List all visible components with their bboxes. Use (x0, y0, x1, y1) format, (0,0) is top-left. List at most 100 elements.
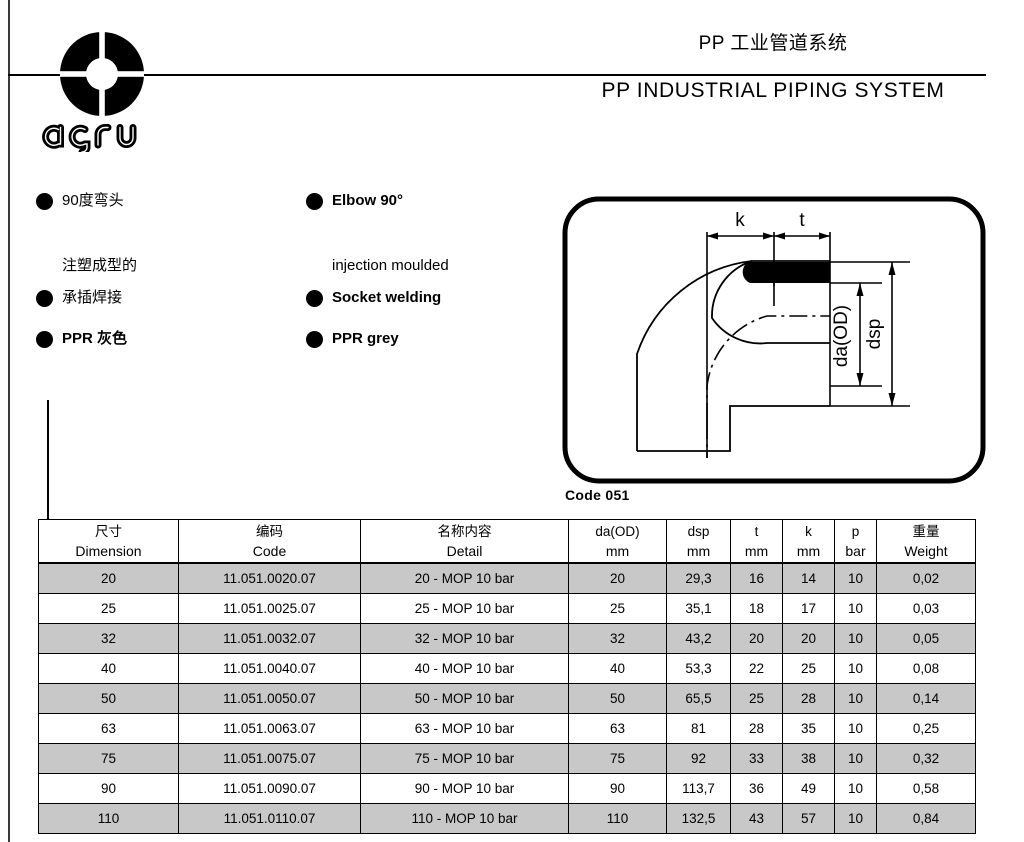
cell-code: 11.051.0032.07 (178, 623, 361, 654)
table-header: 尺寸 Dimension 编码 Code 名称内容 Detail da(OD) … (38, 519, 976, 564)
cell-da: 20 (568, 562, 667, 594)
col-header-cn: t (754, 523, 759, 539)
cell-t: 36 (730, 773, 783, 804)
cell-code: 11.051.0040.07 (178, 653, 361, 684)
feature-label: 注塑成型的 (62, 257, 138, 274)
cell-t: 16 (730, 562, 783, 594)
col-header-detail: 名称内容 Detail (360, 519, 569, 564)
cell-dimension: 32 (38, 623, 179, 654)
cell-detail: 25 - MOP 10 bar (360, 593, 569, 624)
cell-dimension: 50 (38, 683, 179, 714)
cell-t: 22 (730, 653, 783, 684)
col-header-code: 编码 Code (178, 519, 361, 564)
col-header-en: Weight (904, 542, 948, 559)
col-header-en: mm (744, 542, 769, 559)
cell-p: 10 (834, 562, 877, 594)
col-header-da: da(OD) mm (568, 519, 667, 564)
header-divider-rule (8, 74, 986, 76)
cell-dsp: 132,5 (666, 803, 731, 834)
bullet-icon (306, 331, 323, 348)
cell-dimension: 110 (38, 803, 179, 834)
table-header-row: 尺寸 Dimension 编码 Code 名称内容 Detail da(OD) … (38, 519, 976, 564)
bullet-icon (36, 290, 53, 307)
cell-weight: 0,84 (876, 803, 976, 834)
cell-t: 28 (730, 713, 783, 744)
cell-t: 18 (730, 593, 783, 624)
cell-k: 17 (782, 593, 835, 624)
col-header-en: Detail (446, 542, 483, 559)
bullet-icon (306, 290, 323, 307)
cell-dsp: 35,1 (666, 593, 731, 624)
cell-p: 10 (834, 653, 877, 684)
cell-p: 10 (834, 683, 877, 714)
cell-da: 63 (568, 713, 667, 744)
cell-weight: 0,14 (876, 683, 976, 714)
col-header-cn: k (805, 523, 812, 539)
cell-k: 28 (782, 683, 835, 714)
cell-k: 38 (782, 743, 835, 774)
cell-dsp: 29,3 (666, 562, 731, 594)
feature-label: injection moulded (332, 257, 449, 274)
cell-code: 11.051.0063.07 (178, 713, 361, 744)
feature-label: PPR 灰色 (62, 330, 128, 347)
cell-da: 32 (568, 623, 667, 654)
col-header-en: mm (605, 542, 630, 559)
elbow-body-step (637, 405, 830, 452)
agru-wordmark (42, 123, 137, 152)
col-header-weight: 重量 Weight (876, 519, 976, 564)
col-header-cn: 编码 (256, 523, 283, 539)
cell-da: 50 (568, 683, 667, 714)
cell-dimension: 63 (38, 713, 179, 744)
col-header-en: bar (845, 542, 866, 559)
cell-weight: 0,05 (876, 623, 976, 654)
col-header-cn: dsp (687, 523, 710, 539)
cell-p: 10 (834, 803, 877, 834)
cell-dsp: 92 (666, 743, 731, 774)
cell-dimension: 75 (38, 743, 179, 774)
cell-dsp: 113,7 (666, 773, 731, 804)
dimension-label-k: k (735, 210, 745, 231)
feature-label: PPR grey (332, 330, 399, 347)
cell-dimension: 40 (38, 653, 179, 684)
elbow-centerline-arc (706, 315, 830, 421)
cell-k: 20 (782, 623, 835, 654)
specification-table: 尺寸 Dimension 编码 Code 名称内容 Detail da(OD) … (38, 519, 976, 834)
col-header-cn: 尺寸 (95, 523, 122, 539)
cell-dsp: 53,3 (666, 653, 731, 684)
dimension-label-t: t (799, 210, 805, 231)
header-title-cn-wrap: PP 工业管道系统 (560, 32, 986, 56)
elbow-technical-drawing: k t da(OD) (562, 196, 986, 484)
cell-da: 40 (568, 653, 667, 684)
cell-dsp: 43,2 (666, 623, 731, 654)
cell-weight: 0,32 (876, 743, 976, 774)
col-header-dsp: dsp mm (666, 519, 731, 564)
cell-detail: 110 - MOP 10 bar (360, 803, 569, 834)
col-header-cn: 名称内容 (437, 523, 492, 539)
cell-code: 11.051.0090.07 (178, 773, 361, 804)
cell-code: 11.051.0075.07 (178, 743, 361, 774)
cell-t: 43 (730, 803, 783, 834)
bullet-icon (36, 331, 53, 348)
feature-label: Socket welding (332, 289, 442, 306)
cell-p: 10 (834, 623, 877, 654)
elbow-socket-bore (711, 260, 830, 345)
bullet-icon (306, 193, 323, 210)
col-header-en: mm (796, 542, 821, 559)
cell-code: 11.051.0110.07 (178, 803, 361, 834)
cell-detail: 90 - MOP 10 bar (360, 773, 569, 804)
cell-k: 57 (782, 803, 835, 834)
cell-detail: 50 - MOP 10 bar (360, 683, 569, 714)
dimension-label-dsp: dsp (864, 319, 885, 350)
cell-detail: 75 - MOP 10 bar (360, 743, 569, 774)
cell-dimension: 90 (38, 773, 179, 804)
col-header-en: Dimension (75, 542, 142, 559)
drawing-code-caption: Code 051 (565, 487, 630, 503)
cell-k: 25 (782, 653, 835, 684)
cell-da: 25 (568, 593, 667, 624)
